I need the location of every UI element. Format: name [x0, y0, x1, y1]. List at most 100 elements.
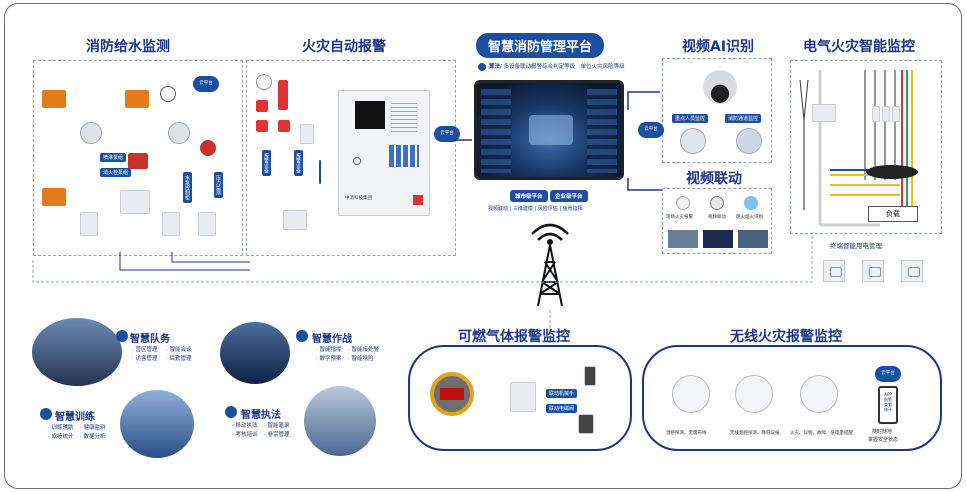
pressure-sensor-1	[42, 90, 66, 108]
current-transformer	[866, 165, 918, 179]
solenoid-valve-device	[578, 414, 594, 434]
repeater-module	[283, 210, 307, 230]
breaker-1	[872, 106, 880, 122]
module-title: 智慧队务	[130, 334, 170, 345]
module-item: · 健康监测	[80, 425, 106, 431]
cloud-icon: 云平台	[434, 126, 460, 142]
law-enforcement-icon	[225, 406, 237, 418]
fire-lane-monitor-tag: 消防通道监控	[725, 114, 762, 123]
video-thumb-2	[703, 230, 733, 248]
alarm-horn	[278, 80, 288, 110]
manipulator-tag: 联动机械手	[546, 389, 578, 398]
manual-call-point-1	[256, 100, 268, 112]
video-link-title: 视频联动	[686, 171, 742, 187]
module-item: · 营区管理	[132, 347, 158, 353]
alarm-device-tag-3	[319, 160, 321, 184]
person-monitor-photo	[680, 128, 706, 154]
enterprise-platform-button[interactable]: 企业级平台	[550, 190, 588, 202]
smart-socket-1	[823, 260, 845, 282]
combat-photo	[220, 322, 290, 384]
platform-left-panel	[481, 89, 511, 173]
flame-recognition-label: 明火烟火识别	[736, 215, 763, 220]
platform-features: 视频联动 | 三维建模 | 风险评估 | 鱼骨指挥	[488, 206, 583, 212]
mobile-app-icon: APP 报警 查看 统计	[878, 386, 898, 424]
smoke-detector	[256, 74, 272, 90]
transmitter-1	[80, 212, 98, 236]
alarm-detector	[800, 375, 838, 413]
water-meter	[160, 86, 176, 102]
terminal-power-title: 终端智能用电管理	[830, 242, 882, 250]
panel-label	[413, 195, 423, 205]
solenoid-valve-tag: 联动电磁阀	[546, 404, 578, 413]
breaker-2	[882, 106, 890, 122]
algorithm-line: 算法/ 多设备联动报警综合判定等级 单位火灾风险等级	[478, 62, 625, 71]
gas-alarm-title: 可燃气体报警监控	[458, 329, 570, 345]
load-box: 负载	[868, 206, 918, 222]
smart-socket-3	[901, 260, 923, 282]
alarm-device-tag-2: 报警设备	[294, 150, 303, 176]
module-item: · 考核培训	[232, 432, 258, 438]
module-item: · 成绩统计	[48, 434, 74, 440]
fire-alarm-label: 现场火灾报警	[666, 215, 693, 220]
module-item: · 智能抢险	[348, 356, 374, 362]
module-title: 智慧作战	[312, 334, 352, 345]
fire-control-panel: 中消科技集团	[338, 90, 430, 216]
detector-icon	[676, 196, 690, 210]
hydrant-pump-tag: 消火栓泵组	[100, 168, 132, 177]
panel-indicators	[391, 103, 417, 133]
transmitter-3	[198, 212, 216, 236]
panel-brand: 中消科技集团	[345, 196, 372, 201]
gas-controller	[510, 382, 536, 412]
smoke-label: 无线烟感探测、降低误报	[730, 431, 780, 436]
module-item: · 训练辅助	[48, 425, 74, 431]
platform-3d-model	[529, 115, 573, 145]
water-monitor-title: 消防给水监测	[86, 39, 170, 55]
manual-call-point-2	[256, 120, 268, 132]
team-affairs-icon	[116, 330, 128, 342]
pressure-monitor-tag: 压力监测	[214, 172, 223, 198]
combat-icon	[296, 330, 308, 342]
signal-tower-icon	[531, 223, 569, 307]
video-link-panel	[662, 188, 772, 254]
pressure-sensor-2	[125, 90, 149, 108]
breaker-3	[892, 106, 900, 122]
fire-alarm-panel	[246, 60, 456, 256]
camera-icon	[710, 196, 724, 210]
sprinkler-pump-tag: 喷淋泵组	[100, 153, 127, 162]
module-title: 智慧执法	[241, 410, 281, 421]
video-link-label: 视频联动	[708, 215, 726, 220]
safety-status-label: 掌握安全状态	[868, 437, 899, 443]
module-item: · 智能接处警	[348, 347, 379, 353]
gas-detector-display	[440, 388, 464, 400]
platform-title: 智慧消防管理平台	[476, 33, 605, 58]
temperature-detector	[672, 375, 710, 413]
alert-label: 火灾、异物、故障、低电量提醒	[790, 431, 853, 436]
city-platform-button[interactable]: 城市级平台	[510, 190, 548, 202]
module-item: · 数字预案	[316, 356, 342, 362]
smart-socket-2	[862, 260, 884, 282]
person-monitor-tag: 重点人员监控	[672, 114, 709, 123]
module-item: · 智能会议	[166, 347, 192, 353]
platform-right-panel	[587, 89, 617, 173]
manual-call-point-3	[278, 120, 290, 132]
alarm-device-tag-1: 报警设备	[262, 150, 271, 176]
panel-keypad	[389, 145, 419, 167]
fire-lane-photo	[736, 128, 762, 154]
pressure-sensor-3	[42, 188, 66, 206]
panel-screen	[355, 101, 385, 129]
electrical-panel	[790, 60, 942, 234]
fire-pump	[128, 153, 148, 169]
temperature-label: 温感探测、无需布线	[666, 431, 707, 436]
pump-control-tag: 水泵控制柜	[183, 172, 192, 203]
gas-detector	[430, 372, 474, 416]
cloud-icon: 云平台	[875, 366, 901, 382]
electrical-monitor	[812, 104, 836, 122]
algorithm-desc: / 多设备联动报警综合判定等级 单位火灾风险等级	[500, 64, 625, 70]
transmitter-2	[162, 212, 180, 236]
fire-alarm-title: 火灾自动报警	[302, 39, 386, 55]
training-photo	[120, 390, 194, 458]
module-item: · 移动执法	[232, 423, 258, 429]
smoke-detector-wireless	[735, 375, 773, 413]
algorithm-label: 算法	[489, 64, 501, 70]
